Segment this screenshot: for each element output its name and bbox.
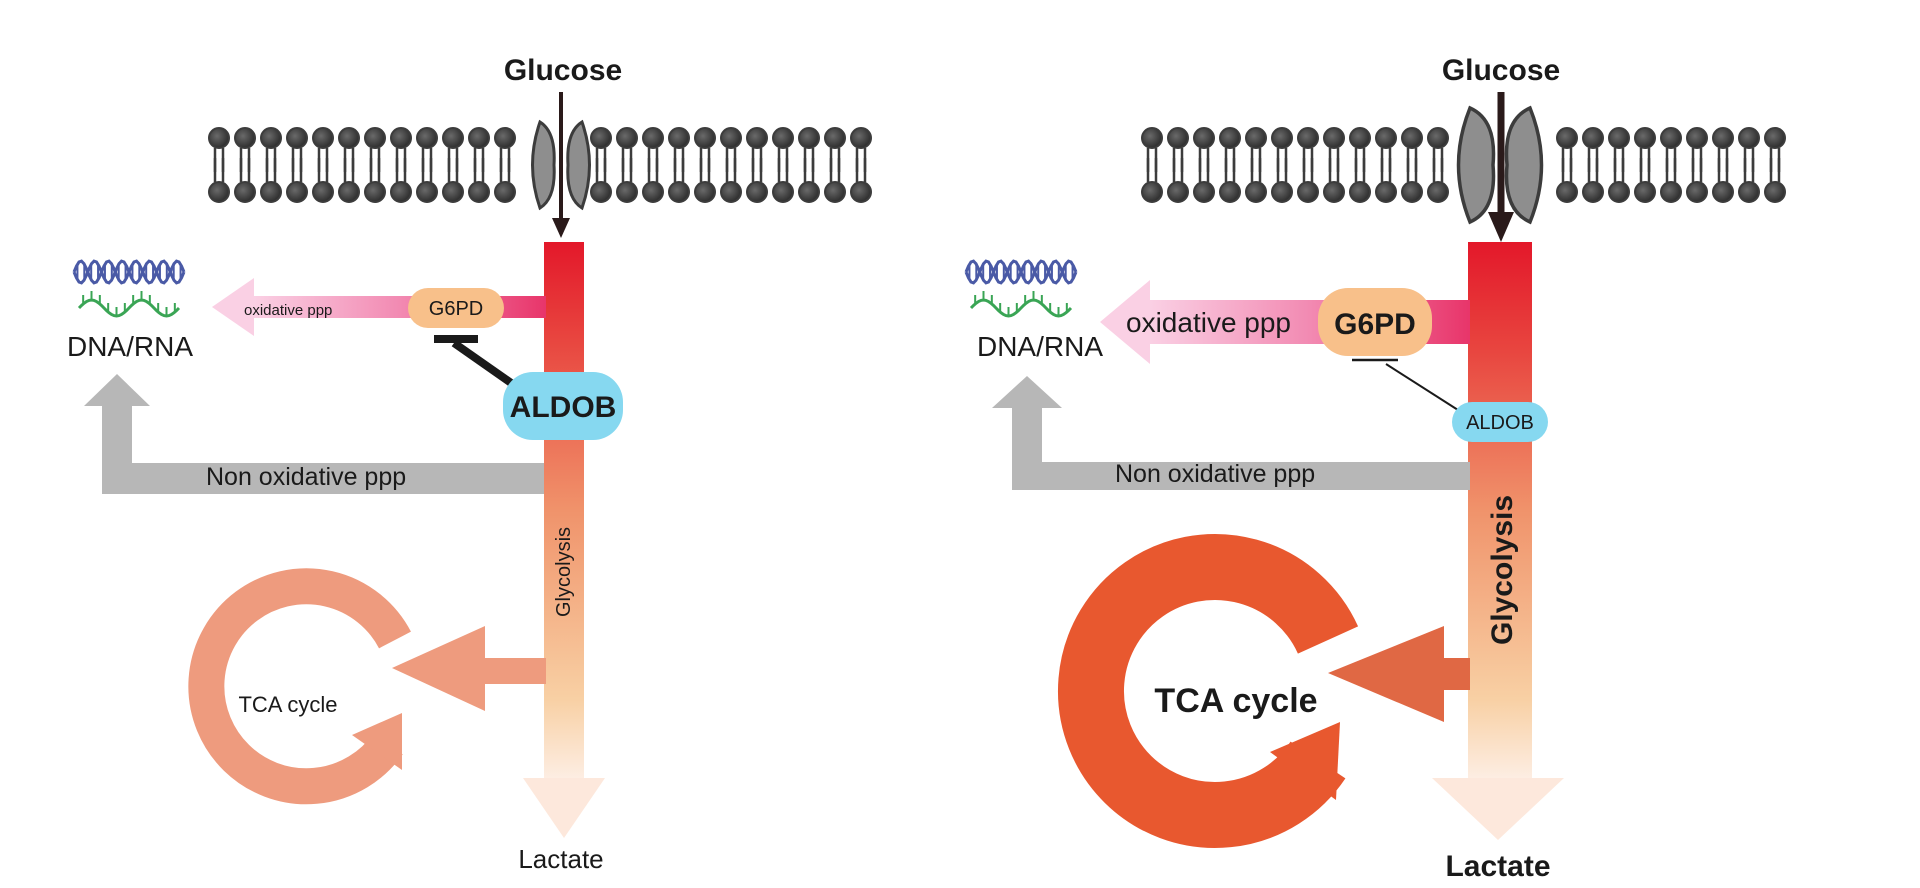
phospholipid-icon xyxy=(798,127,820,203)
phospholipid-icon xyxy=(1219,127,1241,203)
glycolysis-label: Glycolysis xyxy=(553,527,575,617)
dna-rna-label: DNA/RNA xyxy=(67,331,193,362)
inhibition-bar-icon xyxy=(434,335,517,389)
aldob-label: ALDOB xyxy=(510,391,617,424)
glycolysis-arrow xyxy=(523,242,605,838)
glucose-label: Glucose xyxy=(1442,54,1560,87)
lactate-label: Lactate xyxy=(518,844,603,874)
phospholipid-icon xyxy=(1712,127,1734,203)
phospholipid-icon xyxy=(1349,127,1371,203)
phospholipid-icon xyxy=(312,127,334,203)
g6pd-enzyme xyxy=(408,288,504,328)
phospholipid-icon xyxy=(1193,127,1215,203)
phospholipid-icon xyxy=(416,127,438,203)
phospholipid-icon xyxy=(234,127,256,203)
phospholipid-icon xyxy=(642,127,664,203)
tca-cycle-icon xyxy=(188,568,411,805)
phospholipid-icon xyxy=(824,127,846,203)
tca-cycle-icon xyxy=(1058,534,1359,848)
phospholipid-icon xyxy=(260,127,282,203)
non-oxidative-ppp-label: Non oxidative ppp xyxy=(206,463,406,491)
phospholipid-icon xyxy=(1738,127,1760,203)
phospholipid-icon xyxy=(1686,127,1708,203)
phospholipid-icon xyxy=(850,127,872,203)
phospholipid-icon xyxy=(442,127,464,203)
non-oxidative-ppp-arrow xyxy=(84,374,544,494)
phospholipid-icon xyxy=(1141,127,1163,203)
glucose-transporter-icon xyxy=(531,119,591,211)
phospholipid-icon xyxy=(720,127,742,203)
phospholipid-icon xyxy=(616,127,638,203)
cell-membrane xyxy=(1141,127,1786,203)
glycolysis-arrow xyxy=(1432,242,1564,840)
phospholipid-icon xyxy=(286,127,308,203)
tca-arrow xyxy=(1328,626,1470,722)
dna-rna-label: DNA/RNA xyxy=(977,331,1103,362)
phospholipid-icon xyxy=(590,127,612,203)
phospholipid-icon xyxy=(1401,127,1423,203)
phospholipid-icon xyxy=(1556,127,1578,203)
tca-cycle-label: TCA cycle xyxy=(238,692,337,717)
g6pd-label: G6PD xyxy=(1334,308,1416,341)
non-oxidative-ppp-arrow xyxy=(992,376,1470,490)
phospholipid-icon xyxy=(772,127,794,203)
right-panel: Glucose Glycolysis oxidative ppp G6PD AL… xyxy=(964,54,1786,883)
phospholipid-icon xyxy=(338,127,360,203)
oxidative-ppp-label: oxidative ppp xyxy=(244,302,332,319)
dna-helix-icon xyxy=(964,259,1078,318)
phospholipid-icon xyxy=(1582,127,1604,203)
phospholipid-icon xyxy=(1660,127,1682,203)
phospholipid-icon xyxy=(746,127,768,203)
tca-arrow xyxy=(392,626,546,711)
phospholipid-icon xyxy=(1764,127,1786,203)
glucose-label: Glucose xyxy=(504,54,622,87)
aldob-enzyme xyxy=(503,372,623,440)
cell-membrane xyxy=(208,127,872,203)
left-panel: Glucose Glycolysis oxidative ppp G6PD AL… xyxy=(67,54,872,874)
aldob-enzyme xyxy=(1452,402,1548,442)
phospholipid-icon xyxy=(364,127,386,203)
phospholipid-icon xyxy=(208,127,230,203)
phospholipid-icon xyxy=(668,127,690,203)
glycolysis-label: Glycolysis xyxy=(1486,495,1519,645)
phospholipid-icon xyxy=(1323,127,1345,203)
phospholipid-icon xyxy=(1375,127,1397,203)
inhibition-bar-icon xyxy=(1352,358,1459,411)
oxidative-ppp-label: oxidative ppp xyxy=(1126,307,1291,338)
phospholipid-icon xyxy=(1297,127,1319,203)
dna-helix-icon xyxy=(72,259,186,318)
phospholipid-icon xyxy=(468,127,490,203)
glucose-arrow xyxy=(1488,92,1514,242)
phospholipid-icon xyxy=(1608,127,1630,203)
phospholipid-icon xyxy=(390,127,412,203)
lactate-label: Lactate xyxy=(1445,850,1550,883)
g6pd-label: G6PD xyxy=(429,298,483,320)
phospholipid-icon xyxy=(1427,127,1449,203)
phospholipid-icon xyxy=(1167,127,1189,203)
phospholipid-icon xyxy=(1245,127,1267,203)
non-oxidative-ppp-label: Non oxidative ppp xyxy=(1115,460,1315,488)
aldob-label: ALDOB xyxy=(1466,412,1534,434)
phospholipid-icon xyxy=(494,127,516,203)
tca-cycle-label: TCA cycle xyxy=(1154,682,1317,720)
g6pd-enzyme xyxy=(1318,288,1432,356)
phospholipid-icon xyxy=(1634,127,1656,203)
phospholipid-icon xyxy=(1271,127,1293,203)
glucose-arrow xyxy=(552,92,570,238)
glucose-transporter-icon xyxy=(1456,105,1544,225)
phospholipid-icon xyxy=(694,127,716,203)
